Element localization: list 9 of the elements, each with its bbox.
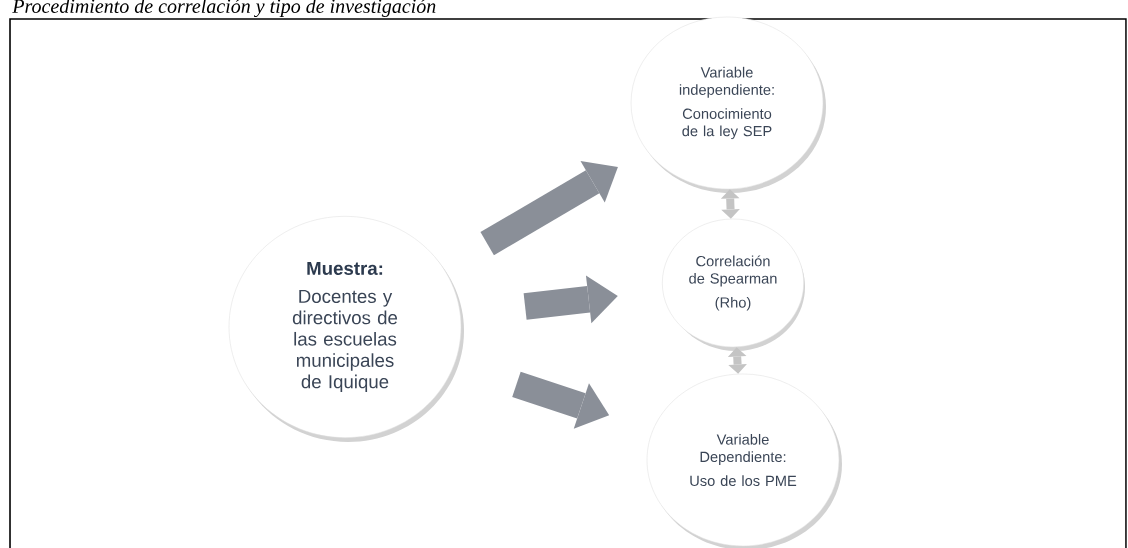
block-arrow [512, 371, 610, 429]
circle-node: Correlación de Spearman (Rho) [662, 218, 805, 351]
block-arrow [720, 189, 740, 219]
block-arrow [727, 347, 747, 374]
circle-node: Variable independiente: Conocimiento de la ley SEP [630, 16, 826, 193]
circle-node: Variable Dependiente: Uso de los PME [646, 373, 842, 548]
circle-node: Muestra: Docentes y directivos de las escuelas municipales de Iquique [228, 216, 464, 442]
block-arrow [523, 275, 618, 324]
block-arrow [480, 161, 618, 256]
